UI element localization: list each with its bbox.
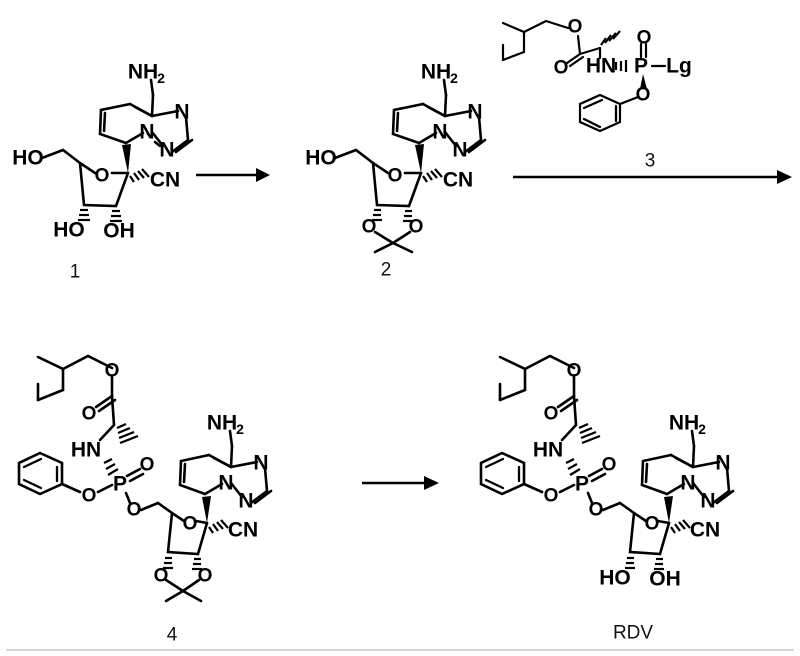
atom-N-triazine-1: N <box>159 139 174 162</box>
compound-4-structure: O O HN P O O O O CN O O NH 2 N N N <box>17 354 273 603</box>
rdv-c3-oh-hash <box>625 556 635 570</box>
rdv-hn-p-hash <box>565 458 581 476</box>
arrow-4-to-rdv <box>362 476 439 490</box>
c4-NH2-sub: 2 <box>236 421 244 437</box>
atom-O-acetonide-right: O <box>409 217 424 238</box>
atom-NH2-sub: 2 <box>157 70 165 86</box>
c4-O-phosphoryl: O <box>140 455 155 476</box>
atom-N-triazine-1-2: N <box>452 139 467 162</box>
c4-O-linker: O <box>127 500 142 521</box>
atom-CN: CN <box>150 169 180 192</box>
rdv-c1-cn-hash <box>670 519 691 534</box>
c1-cn-hash-2 <box>422 168 443 183</box>
rdv-N-triazine-1: N <box>700 490 715 513</box>
rdv-O-phenoxy: O <box>544 486 559 507</box>
rdv-alanine-methyl-hash <box>578 422 601 445</box>
reagent-3-structure: O O HN P O Lg O <box>501 17 692 133</box>
c4-O-phenoxy: O <box>82 486 97 507</box>
c4-O-ring: O <box>183 514 198 535</box>
c4-O-carbonyl: O <box>82 404 97 425</box>
reagent3-O-ester: O <box>568 17 583 38</box>
rdv-O-ester: O <box>567 361 582 382</box>
c4-O-acetonide-right: O <box>198 566 213 587</box>
c4-hn-p-hash <box>103 458 119 476</box>
c4-O-ester: O <box>105 361 120 382</box>
rdv-N-triazine-3: N <box>715 452 730 475</box>
c4-alanine-methyl-hash <box>116 422 139 445</box>
c4-P: P <box>113 473 127 496</box>
atom-O-ring: O <box>95 166 110 187</box>
reagent3-P: P <box>634 55 648 78</box>
atom-HO-5prime: HO <box>12 147 44 170</box>
atom-N-triazine-3: N <box>174 101 189 124</box>
rdv-O-carbonyl: O <box>544 404 559 425</box>
rdv-NH2-sub: 2 <box>698 421 706 437</box>
c3-o-acetonide-hash <box>372 208 382 222</box>
c2-o-acetonide-hash <box>403 209 413 223</box>
c4-N-triazine-3: N <box>253 452 268 475</box>
rdv-O-linker: O <box>589 500 604 521</box>
alanine-methyl-hash <box>600 30 621 46</box>
rdv-O-ring: O <box>645 514 660 535</box>
c4-c1-cn-hash <box>208 519 229 534</box>
rdv-NH2: NH <box>669 412 699 435</box>
atom-N-bridgehead: N <box>139 121 154 144</box>
atom-O-ring-2: O <box>388 166 403 187</box>
rdv-P: P <box>575 473 589 496</box>
atom-HO-3prime: HO <box>53 219 85 242</box>
reagent3-Lg: Lg <box>666 55 692 78</box>
atom-N-bridgehead-2: N <box>432 121 447 144</box>
compound-4-label: 4 <box>167 625 178 646</box>
compound-2-structure: HO O CN O O NH 2 N N N <box>305 61 487 254</box>
compound-1-label: 1 <box>70 262 81 283</box>
c4-CN: CN <box>228 519 258 542</box>
compound-1-structure: HO O CN HO OH NH 2 N N N <box>12 61 194 243</box>
rdv-N-bridgehead: N <box>680 472 695 495</box>
reagent3-HN: HN <box>586 55 616 78</box>
reagent3-O-phenoxy: O <box>636 85 651 106</box>
c4-O-acetonide-left: O <box>154 566 169 587</box>
rdv-HN: HN <box>533 439 563 462</box>
rdv-O-phosphoryl: O <box>602 455 617 476</box>
rdv-OH-2prime: OH <box>649 568 681 591</box>
c3-oh-hash <box>78 208 90 222</box>
c4-HN: HN <box>71 439 101 462</box>
reagent3-O-carbonyl: O <box>554 58 569 79</box>
atom-HO-5prime-2: HO <box>305 147 337 170</box>
atom-NH2-2: NH <box>421 61 451 84</box>
compound-rdv-structure: O O HN P O O O O CN HO OH NH 2 N N N <box>479 354 735 591</box>
rdv-c2-oh-hash <box>654 557 664 571</box>
c1-cn-hash <box>129 168 150 183</box>
c4-N-triazine-1: N <box>238 490 253 513</box>
atom-OH-2prime: OH <box>103 220 135 243</box>
atom-CN-2: CN <box>443 169 473 192</box>
atom-O-acetonide-left: O <box>362 217 377 238</box>
c4-N-bridgehead: N <box>218 472 233 495</box>
compound-2-label: 2 <box>381 260 392 281</box>
compound-rdv-label: RDV <box>613 623 653 644</box>
reagent3-O-phosphoryl: O <box>637 28 652 49</box>
atom-NH2: NH <box>128 61 158 84</box>
c4-c2-o-hash <box>192 557 202 571</box>
arrow-reagent-label-3: 3 <box>645 151 656 172</box>
c2-oh-hash <box>110 209 122 223</box>
c4-NH2: NH <box>207 412 237 435</box>
atom-NH2-sub-2: 2 <box>450 70 458 86</box>
hn-p-hash <box>614 60 628 72</box>
atom-N-triazine-3-2: N <box>467 101 482 124</box>
arrow-1-to-2 <box>196 168 270 182</box>
rdv-CN: CN <box>690 519 720 542</box>
arrow-2-to-4: 3 <box>513 151 792 184</box>
rdv-HO-3prime: HO <box>599 567 631 590</box>
c4-c3-o-hash <box>163 556 173 570</box>
